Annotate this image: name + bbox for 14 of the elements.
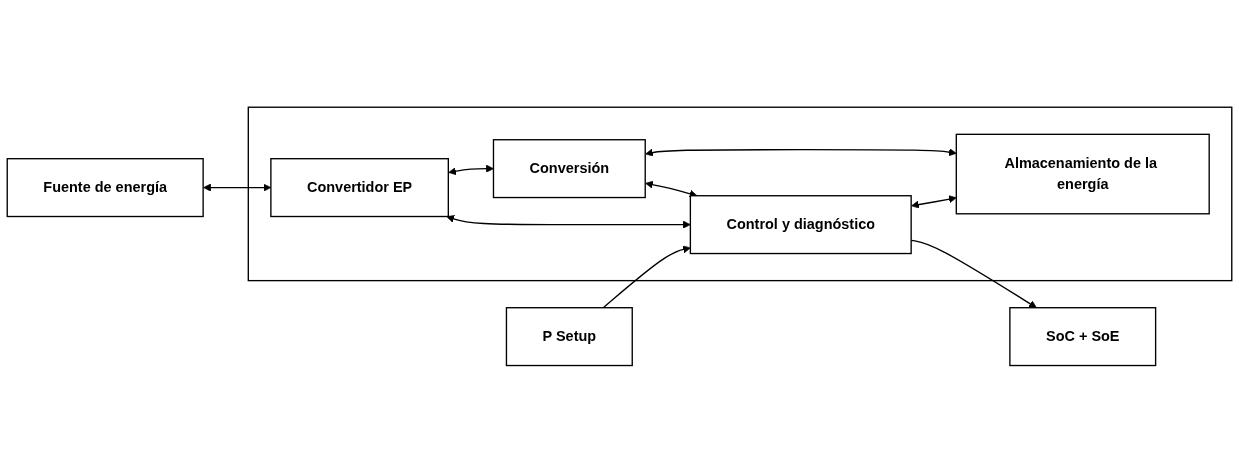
arrow xyxy=(645,180,698,198)
node-box: Conversión xyxy=(492,138,646,198)
node-box: Almacenamiento de la energía xyxy=(955,133,1210,215)
arrow xyxy=(448,164,494,175)
arrow xyxy=(645,147,957,157)
node-box: Fuente de energía xyxy=(6,157,204,217)
arrow xyxy=(602,245,691,309)
node-box: Convertidor EP xyxy=(270,157,449,217)
node-box: P Setup xyxy=(505,306,633,366)
cluster xyxy=(247,106,1233,281)
arrow xyxy=(911,194,957,209)
node-box: SoC + SoE xyxy=(1009,306,1157,366)
node-box: Control y diagnóstico xyxy=(689,194,912,254)
arrow xyxy=(446,214,691,229)
